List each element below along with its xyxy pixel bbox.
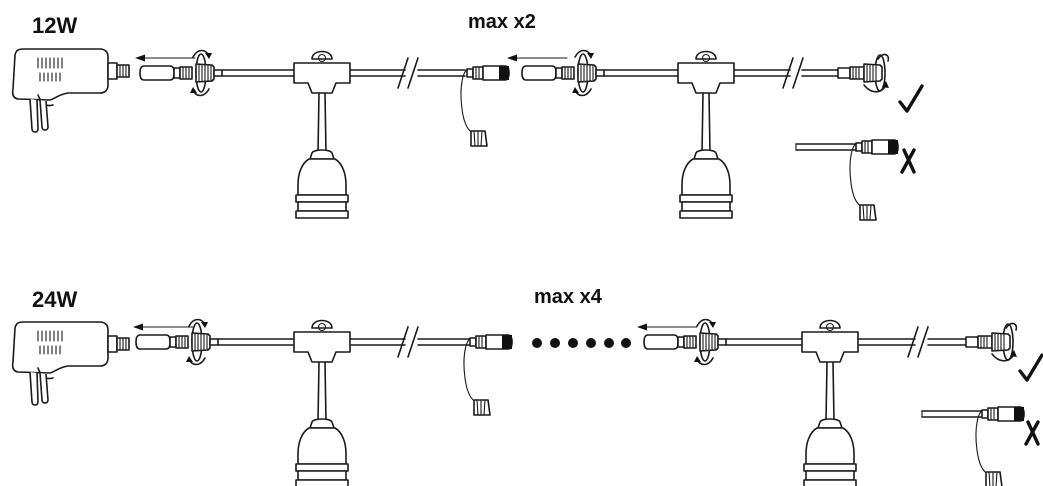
power-adapter-icon (11, 48, 130, 133)
ellipsis-dots-icon (532, 338, 631, 348)
cross-mark-icon (1024, 420, 1040, 446)
uncapped-socket-icon (796, 140, 898, 220)
plug-connector-icon (139, 49, 223, 97)
arrow-left-icon (636, 322, 698, 332)
lamp-holder-icon (293, 319, 351, 486)
power-adapter-icon (11, 321, 130, 406)
plug-connector-icon (643, 318, 727, 366)
lamp-holder-icon (677, 50, 735, 219)
row2-wattage-label: 24W (32, 287, 77, 312)
row2-max-label: max x4 (534, 286, 603, 308)
cable-break-icon (397, 57, 419, 89)
arrow-left-icon (506, 53, 568, 63)
capped-socket-icon (837, 53, 890, 93)
row-12w: 12W max x2 (11, 11, 924, 220)
cable-break-icon (782, 57, 804, 89)
arrow-left-icon (132, 322, 194, 332)
light-string-segment (135, 318, 513, 486)
light-string-segment (643, 318, 1018, 486)
plug-connector-icon (521, 49, 605, 97)
capped-socket-icon (965, 322, 1018, 362)
uncapped-socket-icon (922, 407, 1024, 486)
arrow-left-icon (134, 53, 196, 63)
light-string-segment (139, 49, 510, 219)
row-24w: 24W max x4 (11, 286, 1043, 486)
check-mark-icon (1018, 353, 1043, 382)
check-mark-icon (898, 84, 924, 113)
plug-connector-icon (135, 318, 219, 366)
cable-break-icon (907, 326, 929, 358)
socket-with-cap-icon (463, 334, 513, 416)
light-string-segment (521, 49, 890, 219)
cable-break-icon (397, 326, 419, 358)
socket-with-cap-icon (460, 65, 510, 147)
lamp-holder-icon (293, 50, 351, 219)
row1-max-label: max x2 (468, 11, 536, 33)
row1-wattage-label: 12W (32, 13, 77, 38)
lamp-holder-icon (801, 319, 859, 486)
cross-mark-icon (900, 148, 916, 174)
